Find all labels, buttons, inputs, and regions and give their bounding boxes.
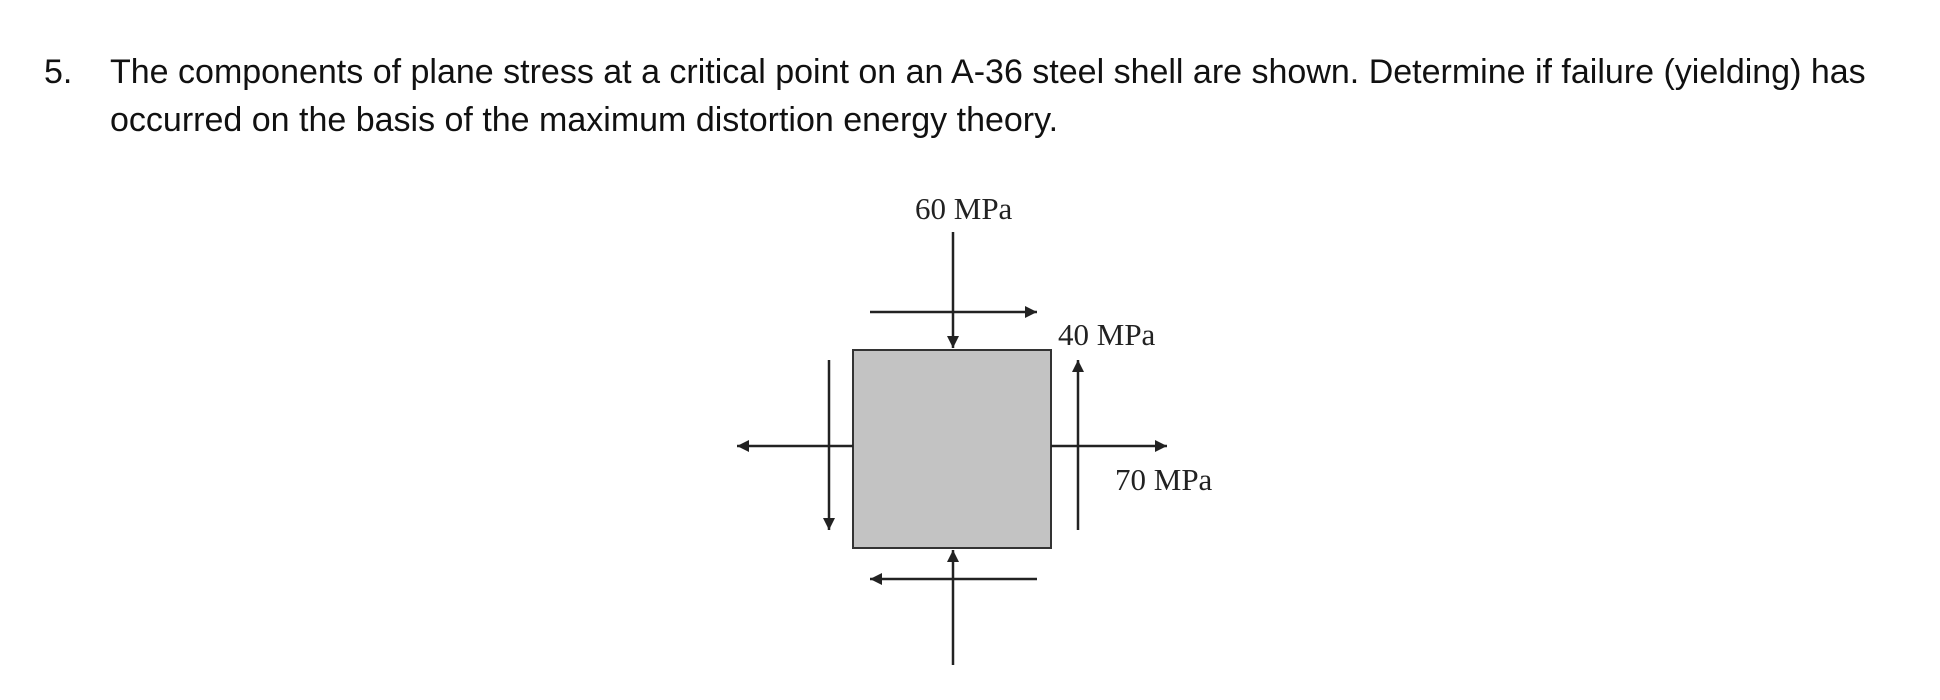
problem-text: The components of plane stress at a crit…: [110, 53, 1866, 139]
normal-stress-y-label: 60 MPa: [915, 191, 1013, 226]
stress-element-square: [852, 349, 1052, 549]
problem-number: 5.: [44, 53, 73, 91]
problem-statement: 5. The components of plane stress at a c…: [44, 48, 1924, 144]
shear-stress-label: 40 MPa: [1058, 317, 1156, 352]
normal-stress-x-label: 70 MPa: [1115, 462, 1213, 497]
